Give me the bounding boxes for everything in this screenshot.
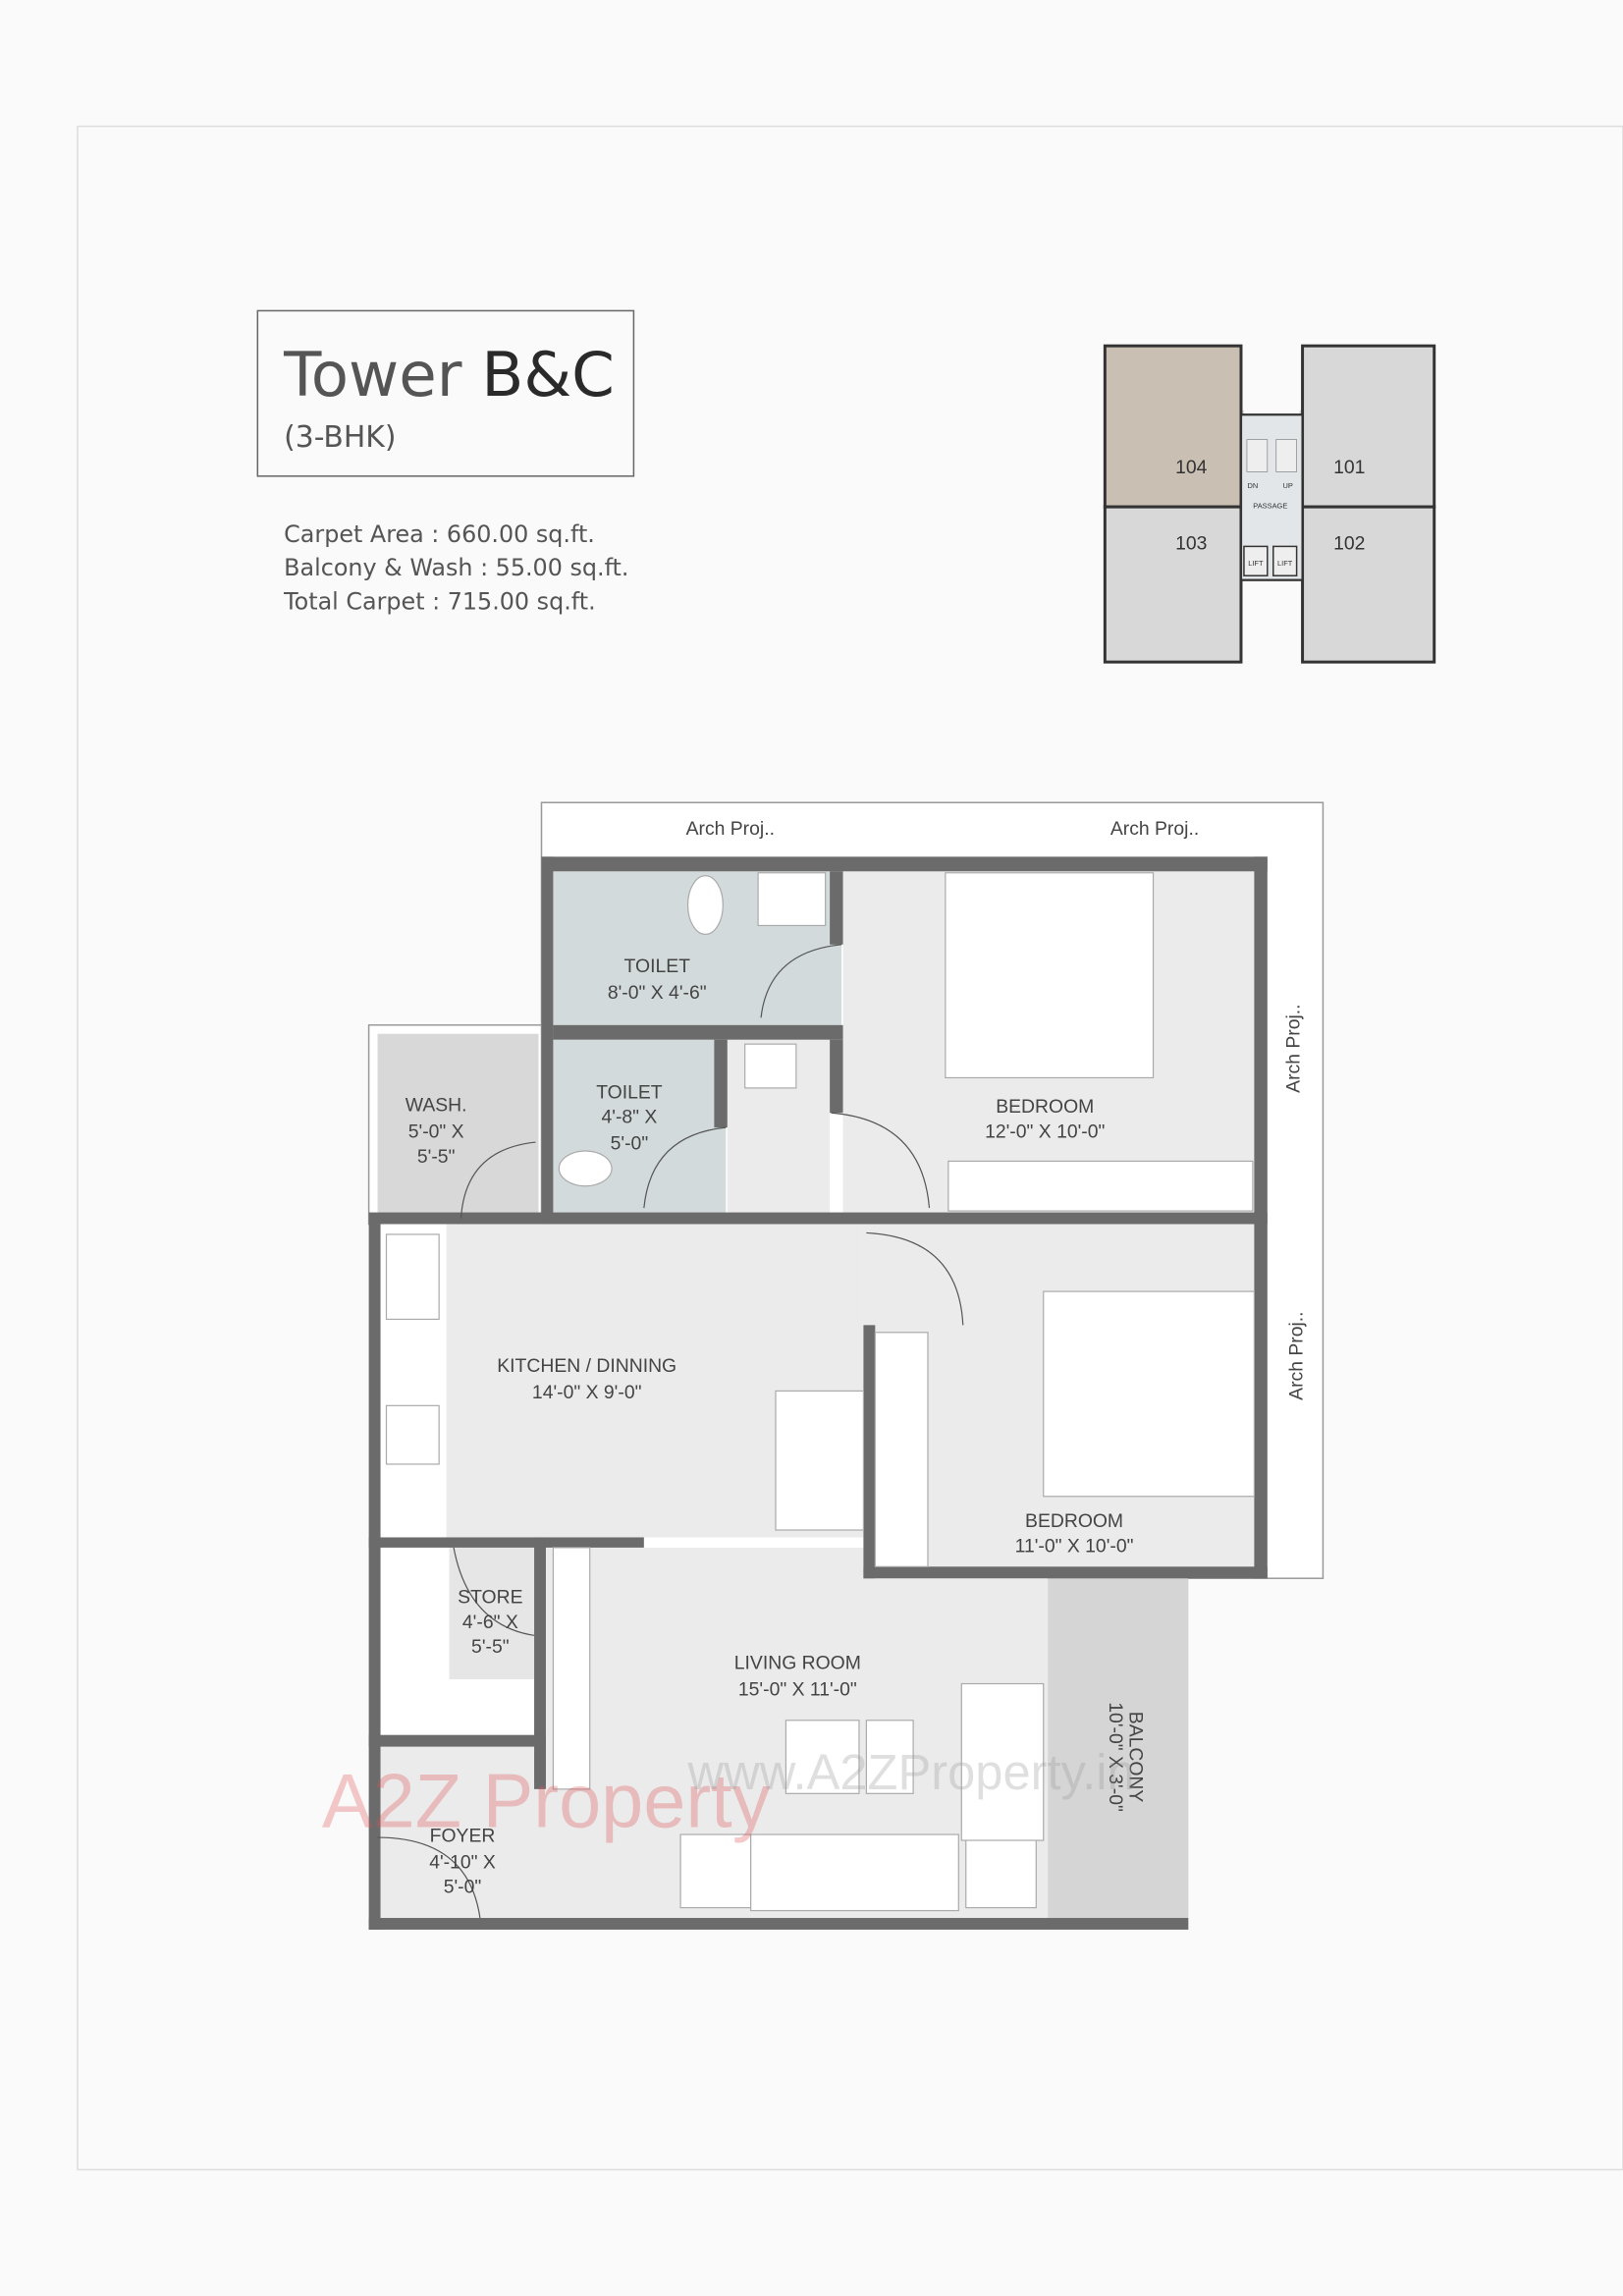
key-unit-103 [1103, 505, 1243, 664]
key-plan: 104 101 103 102 DN UP PASSAGE LIFT LIFT [1103, 344, 1436, 664]
carpet-area: Carpet Area : 660.00 sq.ft. [284, 520, 595, 548]
key-unit-102 [1301, 505, 1436, 664]
key-up: UP [1282, 481, 1292, 490]
store-size-2: 5'-5" [471, 1636, 510, 1658]
key-dn: DN [1248, 481, 1259, 490]
bedroom2-name: BEDROOM [1025, 1510, 1123, 1532]
key-label-102: 102 [1333, 532, 1365, 554]
toilet1-size: 8'-0" X 4'-6" [608, 982, 707, 1004]
living-size: 15'-0" X 11'-0" [738, 1678, 857, 1700]
key-label-101: 101 [1333, 457, 1365, 478]
living-name: LIVING ROOM [734, 1653, 861, 1674]
key-label-103: 103 [1175, 532, 1207, 554]
sofa-side [960, 1682, 1045, 1841]
title: Tower B&C [283, 339, 615, 410]
balcony-size: 10'-0" X 3'-0" [1105, 1702, 1126, 1812]
arch-proj-label: Arch Proj.. [1283, 1004, 1305, 1092]
subtitle: (3-BHK) [284, 420, 396, 455]
kitchen-size: 14'-0" X 9'-0" [532, 1382, 642, 1403]
foyer-size-2: 5'-0" [444, 1877, 482, 1898]
foyer-floor [380, 1746, 546, 1919]
toilet1-name: TOILET [624, 956, 691, 977]
unit-plan: Arch Proj.. Arch Proj.. Arch Proj.. Arch… [367, 801, 1325, 1930]
watermark-url: www.A2ZProperty.in [687, 1744, 1135, 1800]
bedroom2-size: 11'-0" X 10'-0" [1015, 1535, 1134, 1557]
foyer-name: FOYER [430, 1826, 496, 1847]
balcony-name: BALCONY [1125, 1712, 1147, 1803]
key-lift-1: LIFT [1248, 559, 1264, 568]
foyer-size: 4'-10" X [429, 1851, 496, 1873]
toilet2-name: TOILET [596, 1081, 663, 1103]
store-floor [449, 1547, 535, 1680]
wash-size-2: 5'-5" [417, 1146, 456, 1168]
arch-proj-label: Arch Proj.. [1286, 1311, 1308, 1399]
key-unit-104 [1103, 344, 1243, 509]
bed-2 [1043, 1290, 1255, 1498]
arch-proj-label: Arch Proj.. [686, 818, 775, 840]
kitchen-name: KITCHEN / DINNING [497, 1355, 676, 1377]
kitchen-sink [385, 1233, 440, 1320]
toilet2-size-2: 5'-0" [611, 1132, 649, 1154]
title-box [256, 309, 635, 477]
key-label-104: 104 [1175, 457, 1208, 478]
key-lift-2: LIFT [1277, 559, 1293, 568]
wash-floor [377, 1033, 539, 1219]
balcony-wash-area: Balcony & Wash : 55.00 sq.ft. [284, 554, 628, 581]
wardrobe-2 [874, 1332, 929, 1567]
bedroom1-name: BEDROOM [996, 1096, 1094, 1118]
key-passage: PASSAGE [1253, 502, 1287, 511]
sofa [750, 1833, 959, 1912]
dining-table [775, 1390, 865, 1531]
watermark-logo: A2Z Property [322, 1760, 771, 1844]
bedroom1-size: 12'-0" X 10'-0" [985, 1121, 1105, 1143]
wash-size: 5'-0" X [408, 1121, 464, 1143]
toilet2-size: 4'-8" X [602, 1107, 658, 1128]
total-carpet-area: Total Carpet : 715.00 sq.ft. [283, 587, 596, 615]
stove [385, 1404, 440, 1465]
arch-proj-label: Arch Proj.. [1110, 818, 1199, 840]
wardrobe-1 [947, 1160, 1254, 1212]
key-unit-101 [1301, 344, 1436, 509]
balcony-floor [1048, 1578, 1189, 1919]
wash-name: WASH. [406, 1095, 467, 1117]
store-name: STORE [458, 1587, 522, 1609]
bed-1 [945, 872, 1155, 1079]
store-size: 4'-6" X [462, 1612, 518, 1633]
